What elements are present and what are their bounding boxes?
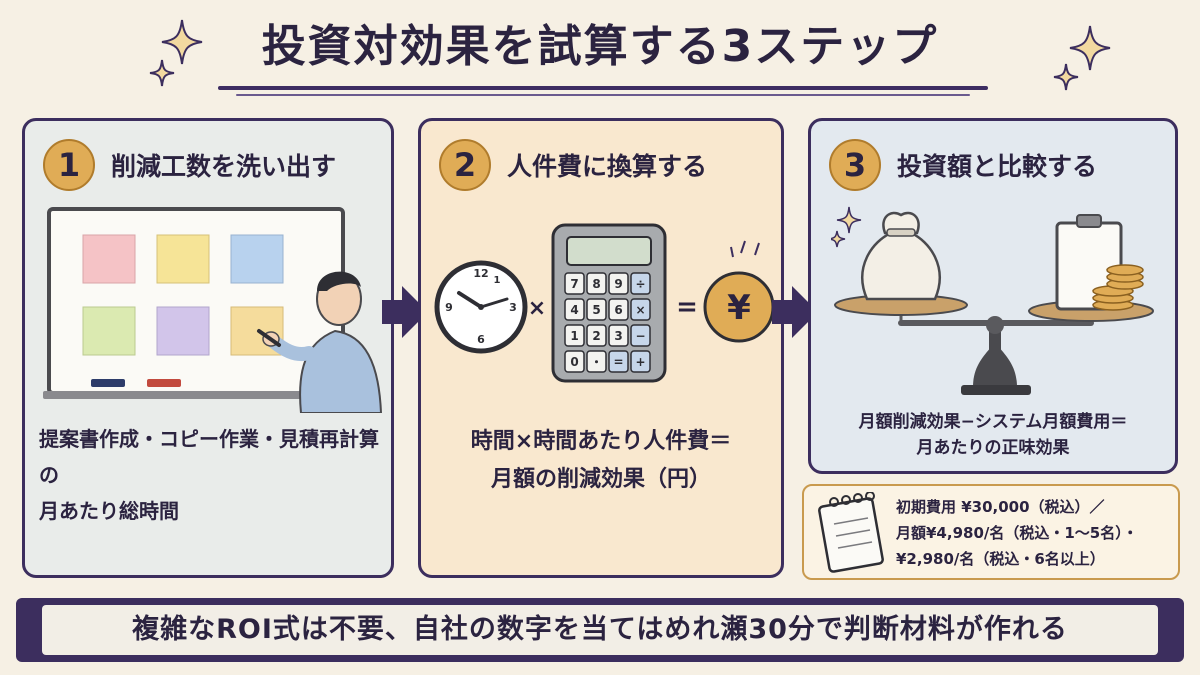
calculator-key: [564, 324, 585, 347]
calculator-key: [608, 350, 629, 373]
step-1-title: 削減工数を洗い出す: [111, 152, 337, 181]
calculator-key: [586, 350, 607, 373]
step-2-description: 時間×時間あたり人件費＝ 月額の削減効果（円）: [421, 423, 781, 499]
calculator-key-label: 2: [592, 329, 600, 343]
balance-scale-illustration: [831, 206, 1154, 395]
pricing-note-line: 月額¥4,980/名（税込・1〜5名）・: [896, 524, 1138, 542]
svg-text:12: 12: [473, 267, 488, 280]
step-3-description-line: 月額削減効果−システム月額費用＝: [858, 412, 1128, 432]
equals-operator: =: [676, 292, 698, 322]
step-1-number-badge: 1: [43, 139, 95, 191]
arrow-right-icon: [772, 286, 818, 338]
calculator-key: [586, 272, 607, 295]
step-1-description: 提案書作成・コピー作業・見積再計算の 月あたり総時間: [39, 421, 389, 529]
calculator-key-label: −: [635, 329, 645, 343]
calculator-key: [564, 272, 585, 295]
step-3-description-line: 月あたりの正味効果: [916, 438, 1070, 458]
step-3-description: 月額削減効果−システム月額費用＝ 月あたりの正味効果: [811, 409, 1175, 461]
calculator-key-label: 5: [592, 303, 600, 317]
summary-banner: 複雑なROI式は不要、自社の数字を当てはめれ瀬30分で判断材料が作れる: [16, 598, 1184, 662]
step-1-description-line: 提案書作成・コピー作業・見積再計算の: [39, 427, 379, 487]
calculator-key: [630, 350, 651, 373]
svg-text:6: 6: [477, 333, 485, 346]
svg-text:9: 9: [445, 301, 453, 314]
title-underline-secondary: [236, 94, 970, 96]
calculator-key-label: 3: [614, 329, 622, 343]
step-2-description-line: 月額の削減効果（円）: [490, 467, 711, 492]
calculator-key-label: 7: [570, 277, 578, 291]
page-title: 投資対効果を試算する3ステップ: [261, 21, 939, 72]
step-3-title: 投資額と比較する: [897, 152, 1098, 181]
calculator-key-label: 4: [570, 303, 578, 317]
calculator-key: [564, 350, 585, 373]
calculator-key: [630, 272, 651, 295]
pricing-note-line: ¥2,980/名（税込・6名以上）: [896, 550, 1105, 568]
sparkle-icon: [149, 19, 203, 87]
title-underline: [218, 86, 988, 90]
calculator-key-label: +: [635, 355, 645, 369]
notepad-icon: [818, 492, 884, 573]
clock-icon: 12 3 6 9 1: [434, 260, 528, 354]
calculator-key: [586, 298, 607, 321]
calculator-key-label: ×: [635, 303, 645, 317]
calculator-key-label: 6: [614, 303, 622, 317]
calculator-key-label: ・: [590, 355, 602, 369]
whiteboard-illustration: [43, 207, 383, 413]
pricing-note-line: 初期費用 ¥30,000（税込）／: [896, 498, 1105, 516]
calculator-key-label: =: [613, 355, 623, 369]
calculator-key: [608, 298, 629, 321]
step-1-panel: 1 削減工数を洗い出す 提案書作成・コピー作業・見積再計算の 月あたり総時間: [22, 118, 394, 578]
calculator-key-label: 9: [614, 277, 622, 291]
calculator-key-label: 0: [570, 355, 578, 369]
arrow-right-icon: [382, 286, 428, 338]
step-3-panel: 3 投資額と比較する 月額削減効果−システム月額費用＝: [808, 118, 1178, 474]
step-2-description-line: 時間×時間あたり人件費＝: [470, 429, 732, 454]
calculator-key: [630, 324, 651, 347]
pricing-note-text: 初期費用 ¥30,000（税込）／ 月額¥4,980/名（税込・1〜5名）・ ¥…: [896, 494, 1178, 572]
pricing-note: 初期費用 ¥30,000（税込）／ 月額¥4,980/名（税込・1〜5名）・ ¥…: [802, 484, 1180, 580]
calculator-key: [608, 324, 629, 347]
svg-text:¥: ¥: [727, 288, 751, 328]
calculator-key-label: 1: [570, 329, 578, 343]
calculator-key-label: ÷: [635, 277, 645, 291]
svg-text:1: 1: [494, 275, 501, 286]
step-1-description-line: 月あたり総時間: [39, 499, 179, 523]
yen-coin-icon: ¥: [703, 240, 775, 343]
calculator-key: [608, 272, 629, 295]
step-3-number-badge: 3: [829, 139, 881, 191]
step-2-number-badge: 2: [439, 139, 491, 191]
calculator-key-label: 8: [592, 277, 600, 291]
step-2-title: 人件費に換算する: [507, 152, 708, 181]
sparkle-icon: [1053, 25, 1111, 91]
summary-banner-text: 複雑なROI式は不要、自社の数字を当てはめれ瀬30分で判断材料が作れる: [42, 605, 1158, 655]
calculator-key: [586, 324, 607, 347]
calculator-key: [630, 298, 651, 321]
svg-text:3: 3: [509, 301, 517, 314]
times-operator: ×: [528, 296, 546, 321]
calculator-key: [564, 298, 585, 321]
